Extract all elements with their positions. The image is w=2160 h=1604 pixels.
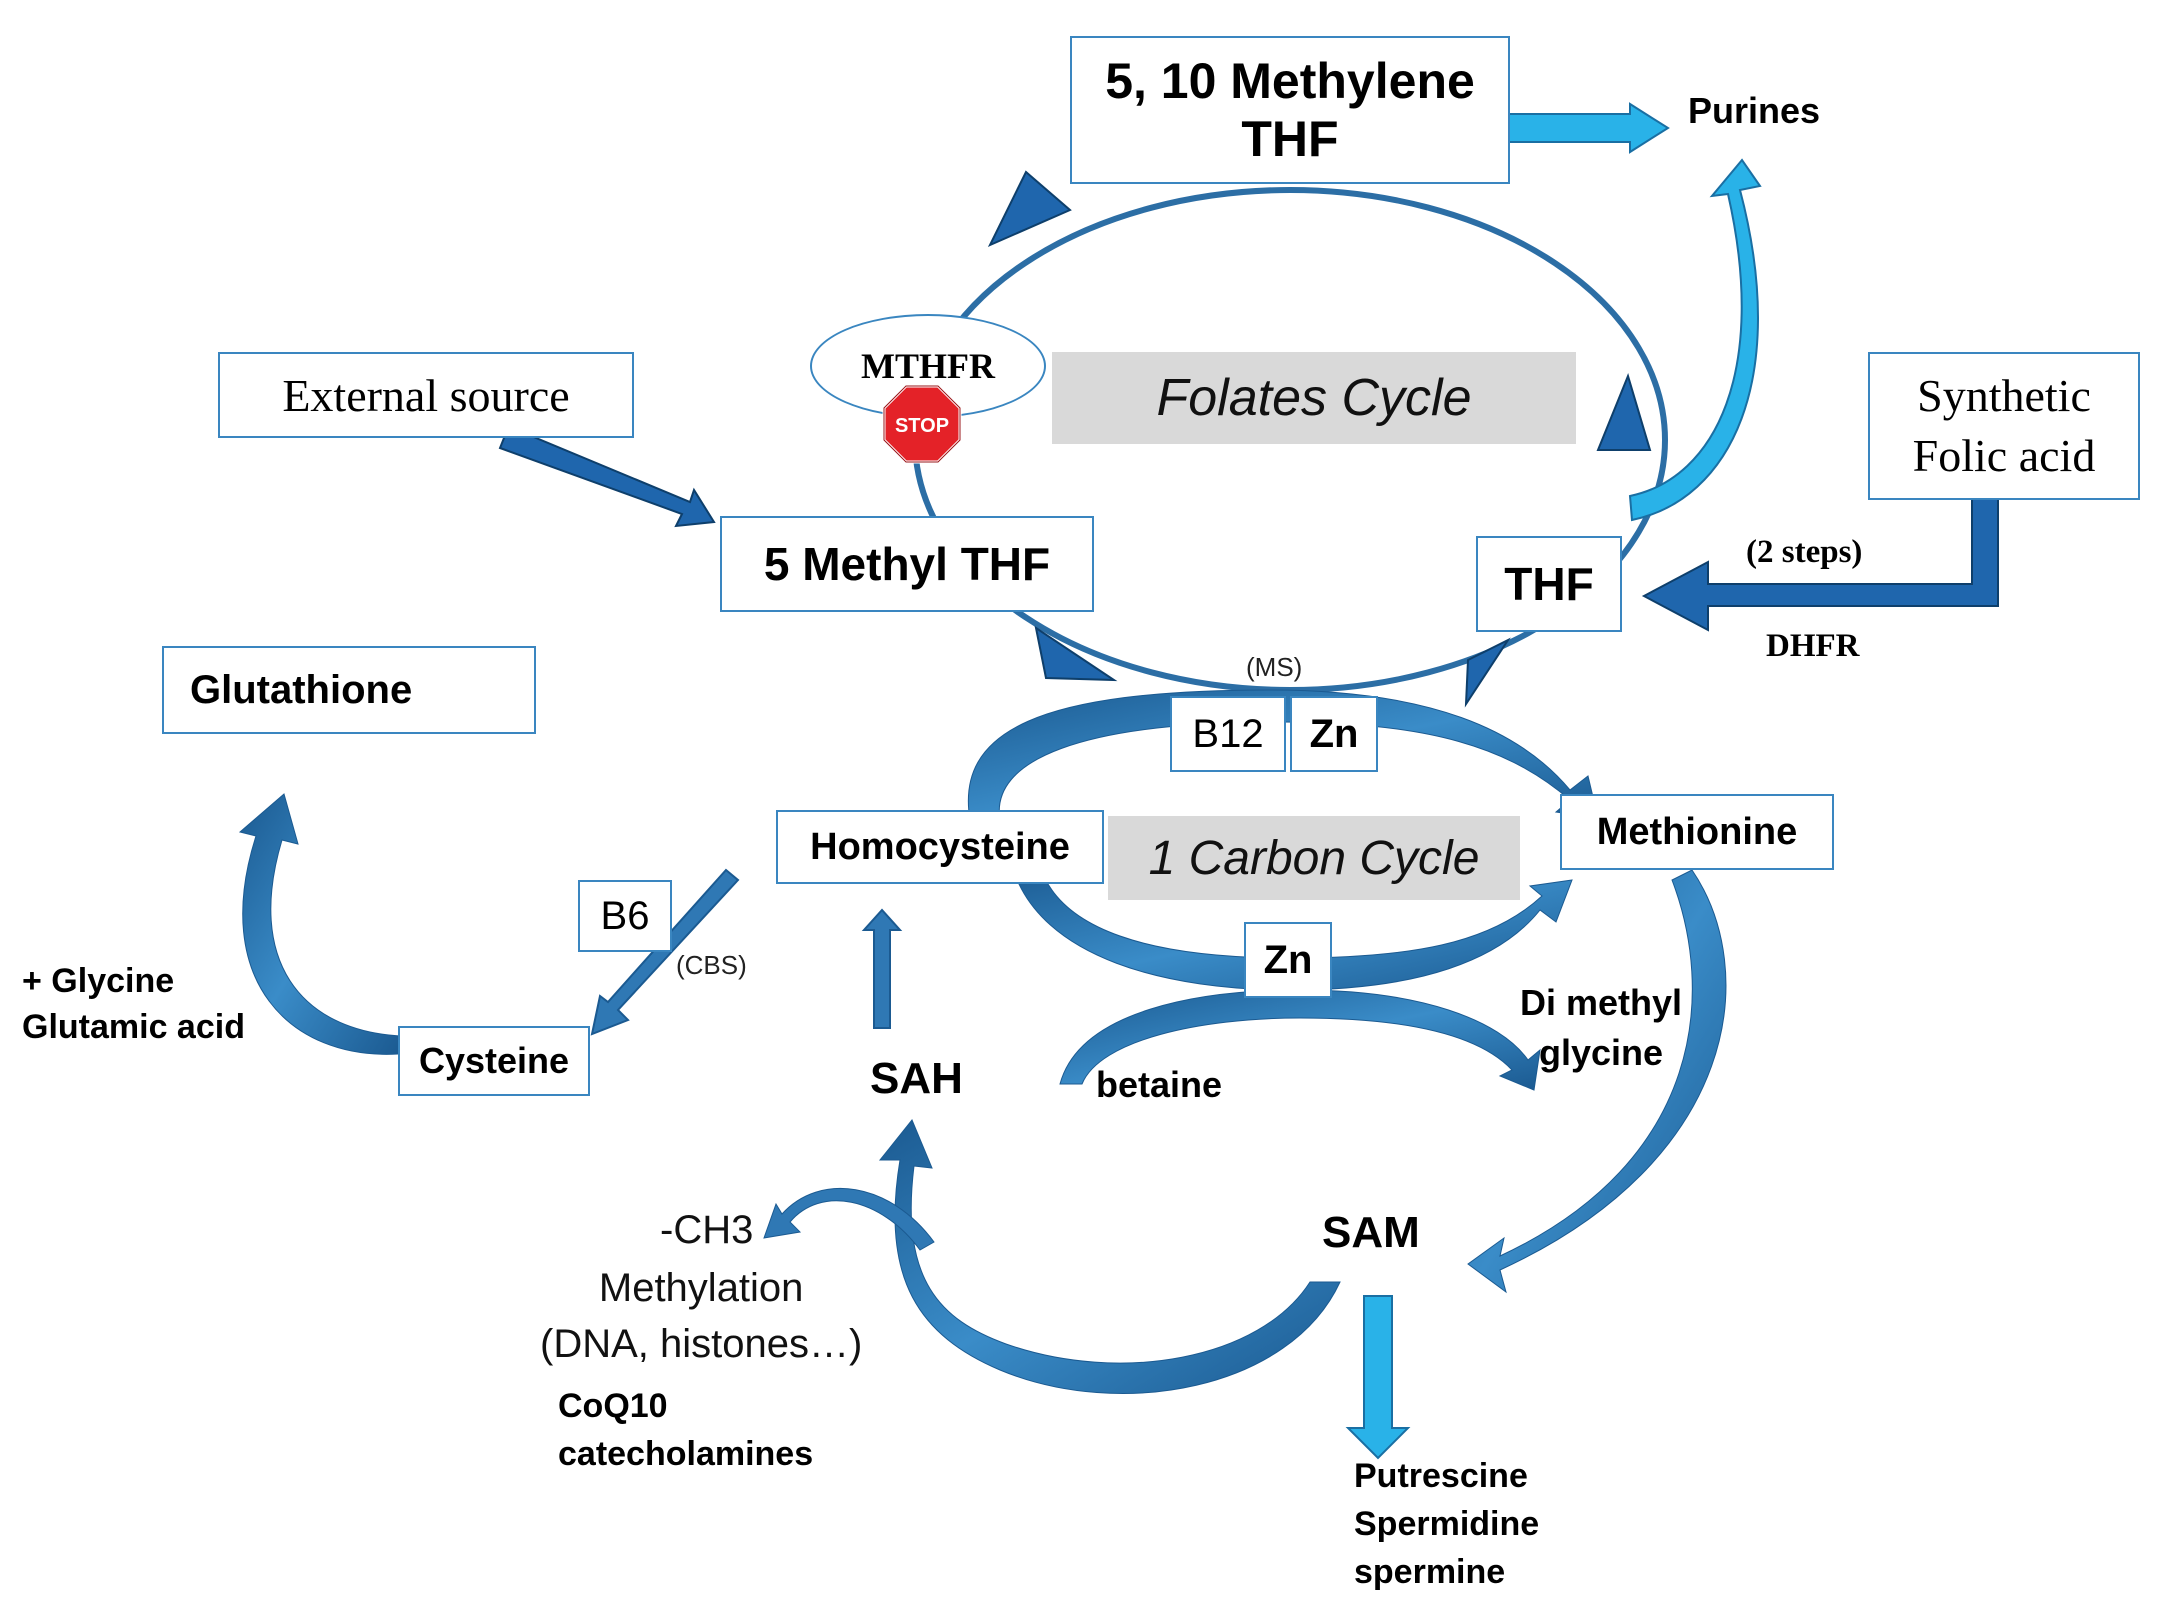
sam-label: SAM xyxy=(1322,1208,1420,1257)
methylation-label: Methylation (DNA, histones…) xyxy=(540,1260,862,1372)
lower-cycle-arrow xyxy=(1011,865,1573,991)
stop-sign-icon: STOP xyxy=(882,384,962,464)
folates-cycle-label: Folates Cycle xyxy=(1052,352,1576,444)
cbs-label: (CBS) xyxy=(676,950,747,980)
cysteine-box: Cysteine xyxy=(398,1026,590,1096)
sah-label: SAH xyxy=(870,1054,963,1103)
cycle-arrowhead-right xyxy=(1596,372,1652,451)
spermine-label: spermine xyxy=(1354,1553,1506,1591)
cycle-arrowhead-bottom-left xyxy=(1034,625,1118,682)
glycine-line1: + Glycine xyxy=(22,962,175,1000)
synthetic-to-thf-arrow xyxy=(1641,497,1999,632)
homocysteine-to-cysteine-arrow xyxy=(590,868,740,1036)
coq10-label: CoQ10 catecholamines xyxy=(558,1382,813,1478)
synthetic-folic-acid-box: Synthetic Folic acid xyxy=(1868,352,2140,500)
b12-box: B12 xyxy=(1170,696,1286,772)
homocysteine-to-methionine-arrow xyxy=(967,689,1599,821)
methyl-thf-box: 5 Methyl THF xyxy=(720,516,1094,612)
coq10-line2: catecholamines xyxy=(558,1435,814,1473)
ch3-label: -CH3 xyxy=(660,1208,754,1252)
thf-box: THF xyxy=(1476,536,1622,632)
stop-label: STOP xyxy=(895,415,949,437)
sam-to-sah-arrow xyxy=(878,1119,1341,1394)
sah-to-homocysteine-arrow xyxy=(861,908,903,1029)
homocysteine-box: Homocysteine xyxy=(776,810,1104,884)
dhfr-label: DHFR xyxy=(1766,628,1860,664)
methionine-box: Methionine xyxy=(1560,794,1834,870)
mthfr-label: MTHFR xyxy=(861,346,995,386)
glutathione-box: Glutathione xyxy=(162,646,536,734)
cycle-arrowhead-top-left xyxy=(987,170,1072,248)
one-carbon-cycle-label: 1 Carbon Cycle xyxy=(1108,816,1520,900)
glycine-label: + Glycine Glutamic acid xyxy=(22,958,245,1050)
methylation-line2: (DNA, histones…) xyxy=(540,1322,863,1366)
polyamines-label: Putrescine Spermidine spermine xyxy=(1354,1452,1539,1596)
coq10-line1: CoQ10 xyxy=(558,1387,668,1425)
cycle-arrowhead-bottom-right xyxy=(1464,637,1511,708)
spermidine-label: Spermidine xyxy=(1354,1505,1540,1543)
mthfr-ellipse: MTHFR xyxy=(810,314,1046,418)
methylation-line1: Methylation xyxy=(598,1266,804,1310)
methylene-thf-line1: 5, 10 Methylene xyxy=(1105,53,1475,109)
thf-to-purines-arrow xyxy=(1628,158,1762,522)
methylene-thf-box: 5, 10 Methylene THF xyxy=(1070,36,1510,184)
sam-to-polyamines-arrow xyxy=(1345,1295,1411,1460)
dimethyl-line1: Di methyl xyxy=(1520,982,1683,1023)
zn-top-box: Zn xyxy=(1290,696,1378,772)
betaine-to-dimethylglycine-arrow xyxy=(1059,989,1541,1091)
betaine-label: betaine xyxy=(1096,1064,1223,1105)
methylation-arrow xyxy=(763,1187,935,1251)
dimethyl-line2: glycine xyxy=(1538,1032,1664,1073)
synthetic-line1: Synthetic xyxy=(1917,370,2091,421)
purines-arrow xyxy=(1497,102,1670,154)
purines-label: Purines xyxy=(1688,90,1821,131)
external-source-box: External source xyxy=(218,352,634,438)
methylene-thf-line2: THF xyxy=(1241,111,1339,167)
b6-box: B6 xyxy=(578,880,672,952)
putrescine-label: Putrescine xyxy=(1354,1457,1528,1495)
external-source-arrow xyxy=(498,426,716,528)
zn-bottom-box: Zn xyxy=(1244,922,1332,998)
synthetic-line2: Folic acid xyxy=(1912,430,2096,481)
methionine-to-sam-arrow xyxy=(1467,869,1727,1294)
dimethyl-glycine-label: Di methyl glycine xyxy=(1520,978,1682,1078)
cysteine-to-glutathione-arrow xyxy=(238,793,401,1055)
ms-label: (MS) xyxy=(1246,652,1303,682)
two-steps-label: (2 steps) xyxy=(1746,534,1863,570)
glycine-line2: Glutamic acid xyxy=(22,1008,245,1046)
